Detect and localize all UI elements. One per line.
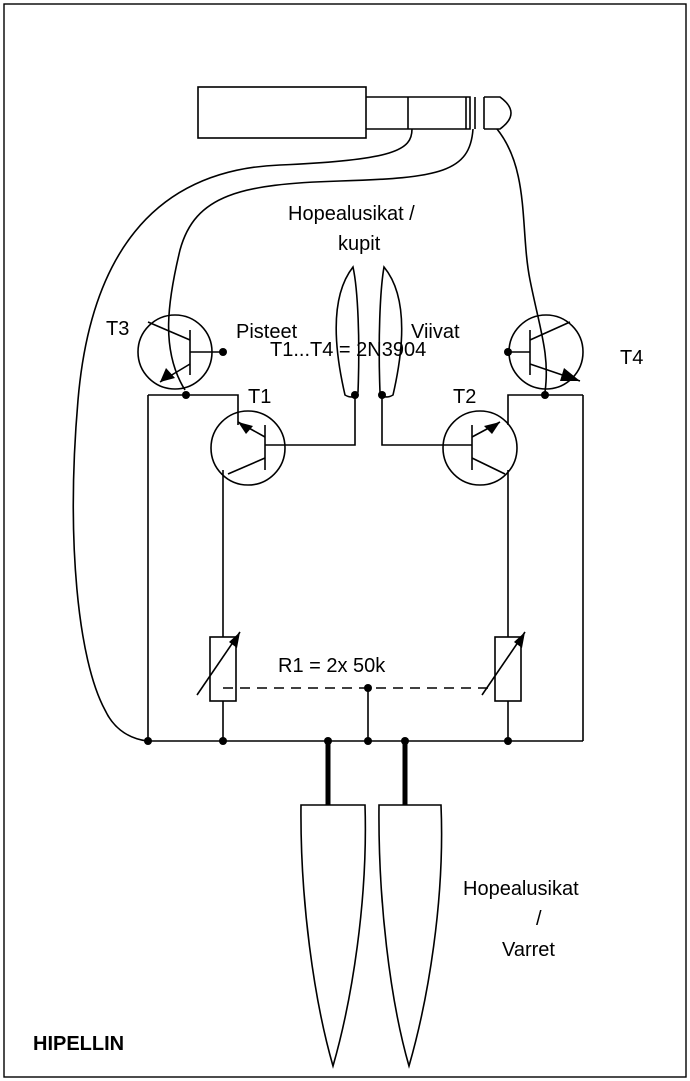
audio-plug bbox=[197, 86, 512, 139]
wire-plug-ring bbox=[167, 128, 474, 391]
dots-label: Pisteet bbox=[236, 321, 298, 343]
resistor-r1b bbox=[481, 631, 526, 702]
t1-label: T1 bbox=[248, 386, 271, 408]
resistor-r1a bbox=[196, 631, 241, 702]
bottom-label-line1: Hopealusikat bbox=[463, 878, 579, 900]
diagram-title: HIPELLIN bbox=[33, 1033, 124, 1055]
top-contacts-label-line1: Hopealusikat / bbox=[288, 203, 415, 225]
bottom-label-line2: / bbox=[536, 908, 542, 930]
t3-label: T3 bbox=[106, 318, 129, 340]
t4-label: T4 bbox=[620, 347, 643, 369]
diagram-border bbox=[3, 3, 687, 1078]
t2-label: T2 bbox=[453, 386, 476, 408]
top-contacts bbox=[335, 265, 403, 398]
top-contacts-label-line2: kupit bbox=[338, 233, 381, 255]
transistor-spec: T1...T4 = 2N3904 bbox=[270, 339, 426, 361]
dashes-label: Viivat bbox=[411, 321, 460, 343]
transistor-t2 bbox=[442, 410, 518, 486]
wire-plug-sleeve bbox=[72, 128, 413, 742]
handle-left bbox=[300, 804, 367, 1069]
junctions bbox=[144, 348, 549, 745]
transistor-t4 bbox=[508, 314, 584, 390]
transistor-t1 bbox=[210, 410, 286, 486]
transistor-t3 bbox=[137, 314, 223, 390]
handle-right bbox=[378, 804, 443, 1069]
resistor-spec: R1 = 2x 50k bbox=[278, 655, 386, 677]
wire-plug-tip bbox=[496, 128, 548, 393]
right-branch bbox=[381, 394, 584, 741]
bottom-label-line3: Varret bbox=[502, 939, 555, 961]
